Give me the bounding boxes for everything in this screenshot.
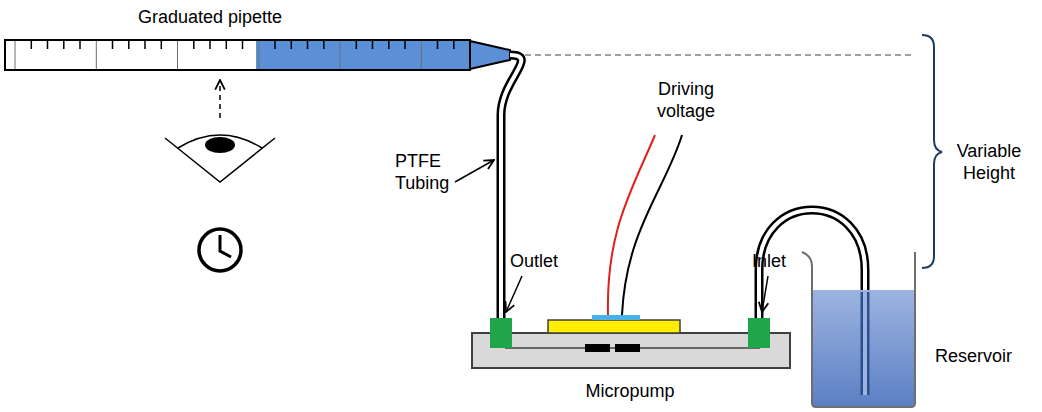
graduation-tick [128, 41, 130, 49]
graduation-tick [258, 41, 259, 69]
tube-inner [501, 55, 521, 318]
piezo-disc [548, 320, 680, 333]
tube-outer [501, 55, 521, 318]
pipette-body [5, 40, 470, 70]
port-label: Inlet [752, 250, 812, 272]
graduation-tick [453, 41, 455, 49]
pipette-graduations [15, 41, 454, 69]
piezo-electrode [592, 315, 640, 320]
graduation-tick [31, 41, 33, 49]
clock-face [199, 229, 241, 271]
height-bracket [922, 35, 942, 268]
graduation-tick [112, 41, 114, 49]
leader-arrow [455, 160, 494, 182]
graduation-tick [388, 41, 390, 49]
pump-base [472, 333, 790, 368]
valve-block [585, 344, 610, 352]
part-label: Micropump [570, 380, 690, 402]
graduation-tick [437, 41, 439, 49]
leader-arrow [506, 276, 522, 312]
beaker-outline [802, 252, 915, 407]
dimension-label: Variable Height [940, 140, 1038, 184]
graduation-tick [340, 41, 341, 69]
valve-block [615, 344, 640, 352]
part-label: Reservoir [935, 345, 1035, 367]
graduation-tick [421, 41, 422, 69]
graduation-tick [209, 41, 211, 49]
graduation-tick [404, 41, 406, 49]
graduation-tick [177, 41, 178, 69]
inlet-connector [748, 318, 770, 348]
eye-pupil [205, 137, 235, 153]
graduation-tick [96, 41, 97, 69]
tube-submerged-inner [863, 292, 867, 395]
pipette-tip [470, 41, 510, 69]
signal-label: Driving voltage [638, 78, 734, 122]
tube-submerged [861, 292, 870, 395]
graduation-tick [15, 41, 16, 69]
clock-hands [220, 235, 231, 257]
graduation-tick [226, 41, 228, 49]
graduation-tick [161, 41, 163, 49]
graduation-tick [47, 41, 49, 49]
graduation-tick [372, 41, 374, 49]
graduation-tick [307, 41, 309, 49]
port-label: Outlet [510, 250, 580, 272]
instrument-label: Graduated pipette [110, 6, 310, 28]
graduation-tick [323, 41, 325, 49]
pipette-liquid [256, 41, 469, 69]
red-wire [608, 135, 655, 315]
view-arrow [219, 80, 221, 118]
outlet-connector [490, 318, 512, 348]
graduation-tick [193, 41, 195, 49]
leader-arrow [762, 276, 768, 312]
graduation-tick [79, 41, 81, 49]
graduation-tick [291, 41, 293, 49]
reservoir-water [812, 290, 915, 407]
level-line [515, 54, 915, 56]
part-label: PTFE Tubing [395, 150, 457, 194]
graduation-tick [63, 41, 65, 49]
graduation-tick [242, 41, 244, 49]
graduation-tick [144, 41, 146, 49]
graduation-tick [274, 41, 276, 49]
eye-outline [165, 138, 275, 182]
black-wire [622, 135, 682, 315]
graduation-tick [356, 41, 358, 49]
